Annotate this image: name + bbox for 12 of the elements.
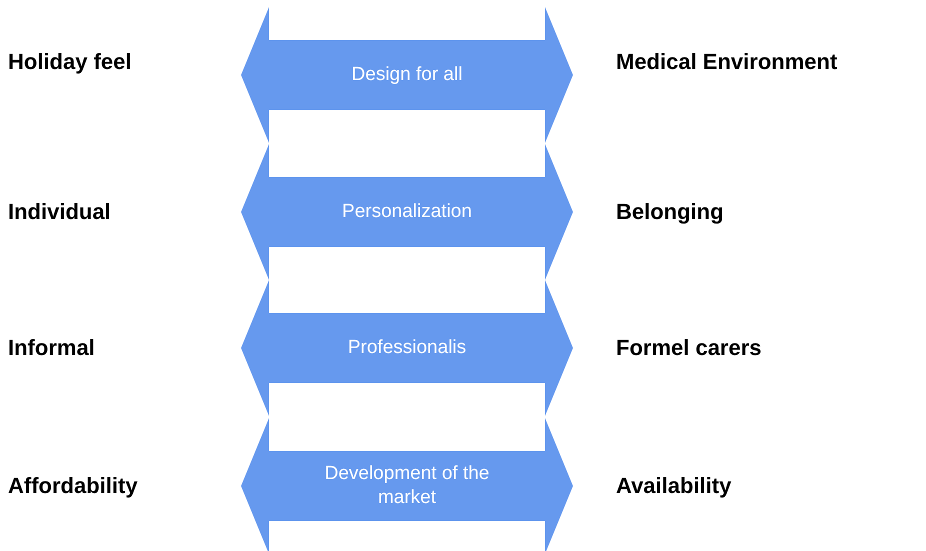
arrow-label: Personalization xyxy=(341,200,473,224)
pole-label: Belonging xyxy=(616,199,724,225)
arrow-label: Professionalis xyxy=(346,336,468,360)
pole-label: Informal xyxy=(8,335,95,361)
pole-label: Availability xyxy=(616,473,732,499)
arrow-label: Development of the market xyxy=(324,462,490,510)
pole-label: Holiday feel xyxy=(8,49,132,75)
pole-label: Medical Environment xyxy=(616,49,838,75)
pole-label: Affordability xyxy=(8,473,138,499)
pole-label: Formel carers xyxy=(616,335,762,361)
pole-label: Individual xyxy=(8,199,111,225)
arrow-label: Design for all xyxy=(350,63,464,87)
